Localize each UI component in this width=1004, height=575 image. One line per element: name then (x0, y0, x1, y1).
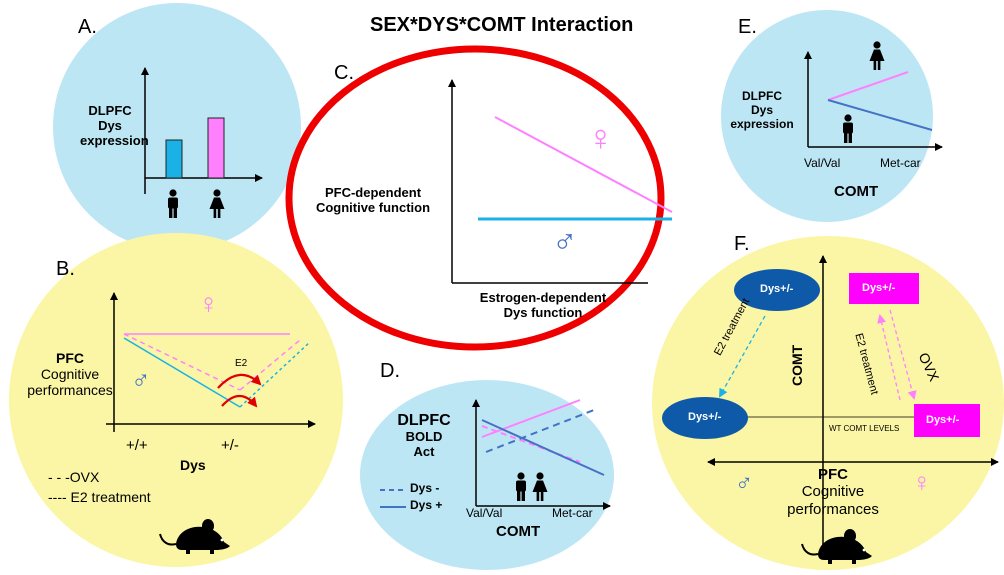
panel-b-male-e2-line (239, 341, 311, 408)
panel-e-letter: E. (738, 16, 757, 38)
panel-d (360, 380, 614, 570)
panel-b-male-line-a (123, 337, 241, 408)
panel-e-male-line (827, 99, 933, 131)
panel-f-male-symbol: ♂ (735, 470, 753, 497)
panel-f-box-top-left (734, 269, 820, 311)
panel-d-ylabel: DLPFC BOLD Act (397, 412, 451, 460)
panel-c-red-ellipse (285, 45, 665, 351)
panel-b-tick-het: +/- (221, 437, 239, 454)
panel-b-background (9, 233, 343, 567)
panel-d-xlabel: COMT (496, 523, 541, 540)
panel-c-female-symbol: ♀ (587, 117, 614, 158)
panel-f-box-top-left-label: Dys+/- (760, 283, 794, 295)
panel-b-female-symbol: ♀ (198, 288, 219, 319)
panel-d-background (360, 380, 614, 570)
panel-b-male-symbol: ♂ (131, 365, 151, 395)
panel-f-letter: F. (734, 233, 750, 255)
panel-b-letter: B. (56, 258, 75, 280)
panel-f-ovx-arrow (889, 309, 917, 400)
panel-f-wt-label: WT COMT LEVELS (829, 424, 900, 433)
panel-c-female-line (494, 116, 673, 213)
panel-b-female-ovx-line (123, 333, 241, 391)
panel-d-letter: D. (380, 360, 400, 382)
panel-b-e2-label: E2 (235, 358, 248, 369)
panel-b-e2-arrow-bottom (221, 394, 258, 408)
panel-f-background (652, 236, 1004, 570)
panel-b-legend-ovx: - - -OVX (48, 469, 100, 485)
panel-d-tick-valval: Val/Val (466, 506, 503, 520)
panel-f (652, 236, 1004, 570)
panel-d-female-dysminus-line (481, 425, 581, 463)
panel-b-female-ovx-rise (239, 339, 301, 391)
panel-e-tick-valval: Val/Val (804, 156, 841, 170)
panel-f-box-bottom-right (914, 404, 980, 437)
panel-e-female-line (827, 71, 909, 101)
panel-e (721, 10, 943, 222)
panel-f-box-top-right-label: Dys+/- (862, 282, 896, 294)
panel-f-box-top-right (849, 273, 919, 304)
panel-f-box-bottom-left-label: Dys+/- (688, 411, 722, 423)
panel-f-e2-arrow-left (719, 315, 766, 398)
panel-d-female-dysplus-line (481, 399, 581, 438)
panel-d-male-dysplus-line (481, 419, 605, 476)
panel-f-box-bottom-left (662, 397, 748, 439)
figure-title: SEX*DYS*COMT Interaction (370, 14, 634, 36)
panel-b (9, 233, 343, 567)
panel-d-male-dysminus-line (485, 409, 595, 453)
panel-a (53, 3, 301, 251)
panel-b-xlabel: Dys (180, 457, 206, 473)
panel-b-e2-arrow-top (217, 373, 262, 389)
panel-d-tick-metcar: Met-car (552, 506, 593, 520)
panel-f-e2-arrow-right (877, 314, 901, 401)
panel-c-letter: C. (334, 62, 354, 84)
panel-f-female-symbol: ♀ (912, 467, 932, 497)
panel-c-male-symbol: ♂ (552, 223, 578, 261)
panel-d-legend-dysplus: Dys + (410, 498, 443, 512)
panel-a-background (53, 3, 301, 251)
panel-d-legend-dysminus: Dys - (410, 481, 440, 495)
panel-f-box-bottom-right-label: Dys+/- (926, 414, 960, 426)
panel-a-letter: A. (78, 16, 97, 38)
panel-e-xlabel: COMT (834, 183, 879, 200)
panel-c (285, 45, 673, 351)
panel-a-male-bar (165, 139, 183, 179)
panel-a-female-bar (207, 117, 225, 179)
panel-b-tick-wt: +/+ (126, 437, 148, 454)
panel-f-xaxis-label: PFC Cognitive performances (787, 466, 879, 518)
panel-b-legend-e2: ---- E2 treatment (48, 489, 151, 505)
panel-f-yaxis-label: COMT (789, 344, 805, 386)
panel-e-tick-metcar: Met-car (880, 156, 921, 170)
